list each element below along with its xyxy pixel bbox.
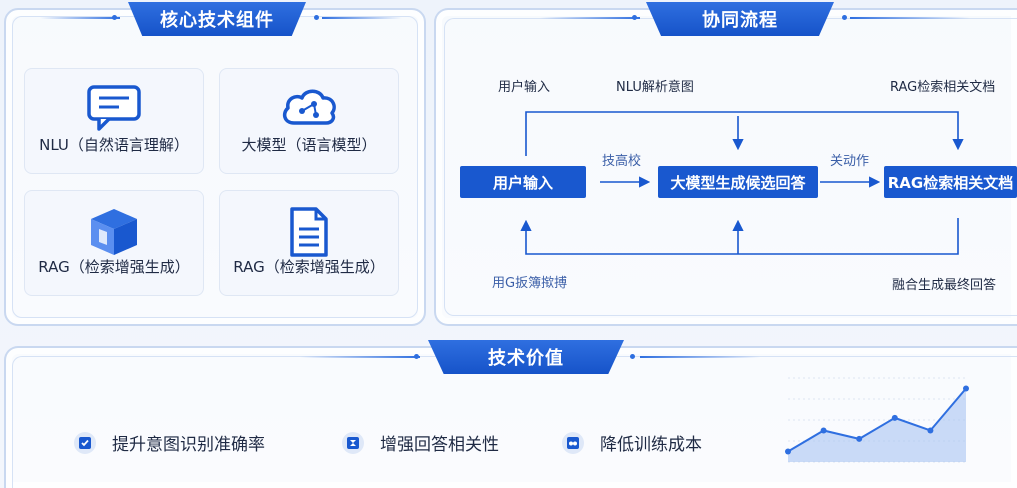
flow-title: 协同流程 xyxy=(646,2,834,36)
component-card-nlu[interactable]: NLU（自然语言理解） xyxy=(24,68,204,174)
flow-bottom-label-left: 用G扳簿揿搏 xyxy=(492,276,568,291)
flow-arrow-label-1: 技高校 xyxy=(602,154,642,169)
components-title-dot-left xyxy=(112,15,117,20)
value-item-accuracy: 提升意图识别准确率 xyxy=(74,430,265,455)
chart-point xyxy=(820,427,827,434)
cloud-network-icon xyxy=(282,89,336,125)
flow-title-line-left xyxy=(540,17,640,19)
value-label: 降低训练成本 xyxy=(600,435,702,455)
component-label: RAG（检索增强生成） xyxy=(233,258,385,276)
flow-connectors xyxy=(520,111,964,255)
value-title-line-right xyxy=(640,356,760,358)
flow-bottom-label-right: 融合生成最终回答 xyxy=(892,278,997,293)
components-title-line-right xyxy=(322,17,402,19)
component-label: RAG（检索增强生成） xyxy=(38,258,190,276)
component-label: 大模型（语言模型） xyxy=(241,136,377,154)
flow-box-user-input[interactable]: 用户输入 xyxy=(460,166,586,198)
component-card-rag-1[interactable]: RAG（检索增强生成） xyxy=(24,190,204,296)
chart-point xyxy=(927,427,934,434)
value-title-dot-right xyxy=(630,354,635,359)
flow-top-label-user-input: 用户输入 xyxy=(498,80,551,95)
message-icon xyxy=(87,85,141,131)
flow-title-dot-left xyxy=(632,15,637,20)
chart-area xyxy=(788,388,966,462)
chart-points xyxy=(785,385,969,455)
hourglass-icon xyxy=(342,431,364,454)
flow-title-dot-right xyxy=(842,15,847,20)
coin-icon xyxy=(562,431,584,454)
flow-box-llm-candidates[interactable]: 大模型生成候选回答 xyxy=(658,166,818,198)
chart-point xyxy=(856,435,863,442)
component-card-rag-2[interactable]: RAG（检索增强生成） xyxy=(219,190,399,296)
check-shield-icon xyxy=(74,431,96,454)
value-title-dot-left xyxy=(414,354,419,359)
components-title-dot-right xyxy=(314,15,319,20)
component-card-llm[interactable]: 大模型（语言模型） xyxy=(219,68,399,174)
value-title: 技术价值 xyxy=(428,340,624,374)
component-label: NLU（自然语言理解） xyxy=(39,136,189,154)
chart-point xyxy=(891,414,898,421)
chart-line xyxy=(787,387,967,453)
chart-point xyxy=(963,385,969,392)
trend-chart xyxy=(785,377,969,463)
value-item-relevance: 增强回答相关性 xyxy=(342,430,499,455)
flow-title-line-right xyxy=(850,17,970,19)
chart-point xyxy=(785,448,791,455)
flow-arrow-label-2: 关动作 xyxy=(830,154,870,169)
flow-box-rag-retrieval[interactable]: RAG检索相关文档 xyxy=(884,166,1017,198)
flow-top-label-nlu: NLU解析意图 xyxy=(616,80,694,95)
components-title: 核心技术组件 xyxy=(128,2,306,36)
value-label: 提升意图识别准确率 xyxy=(112,435,265,455)
cube-icon xyxy=(91,209,137,255)
value-item-cost: 降低训练成本 xyxy=(562,430,702,455)
components-title-line-left xyxy=(40,17,120,19)
value-title-line-left xyxy=(300,356,420,358)
value-label: 增强回答相关性 xyxy=(380,435,499,455)
flow-top-label-rag: RAG检索相关文档 xyxy=(890,80,996,95)
document-icon xyxy=(290,207,328,257)
